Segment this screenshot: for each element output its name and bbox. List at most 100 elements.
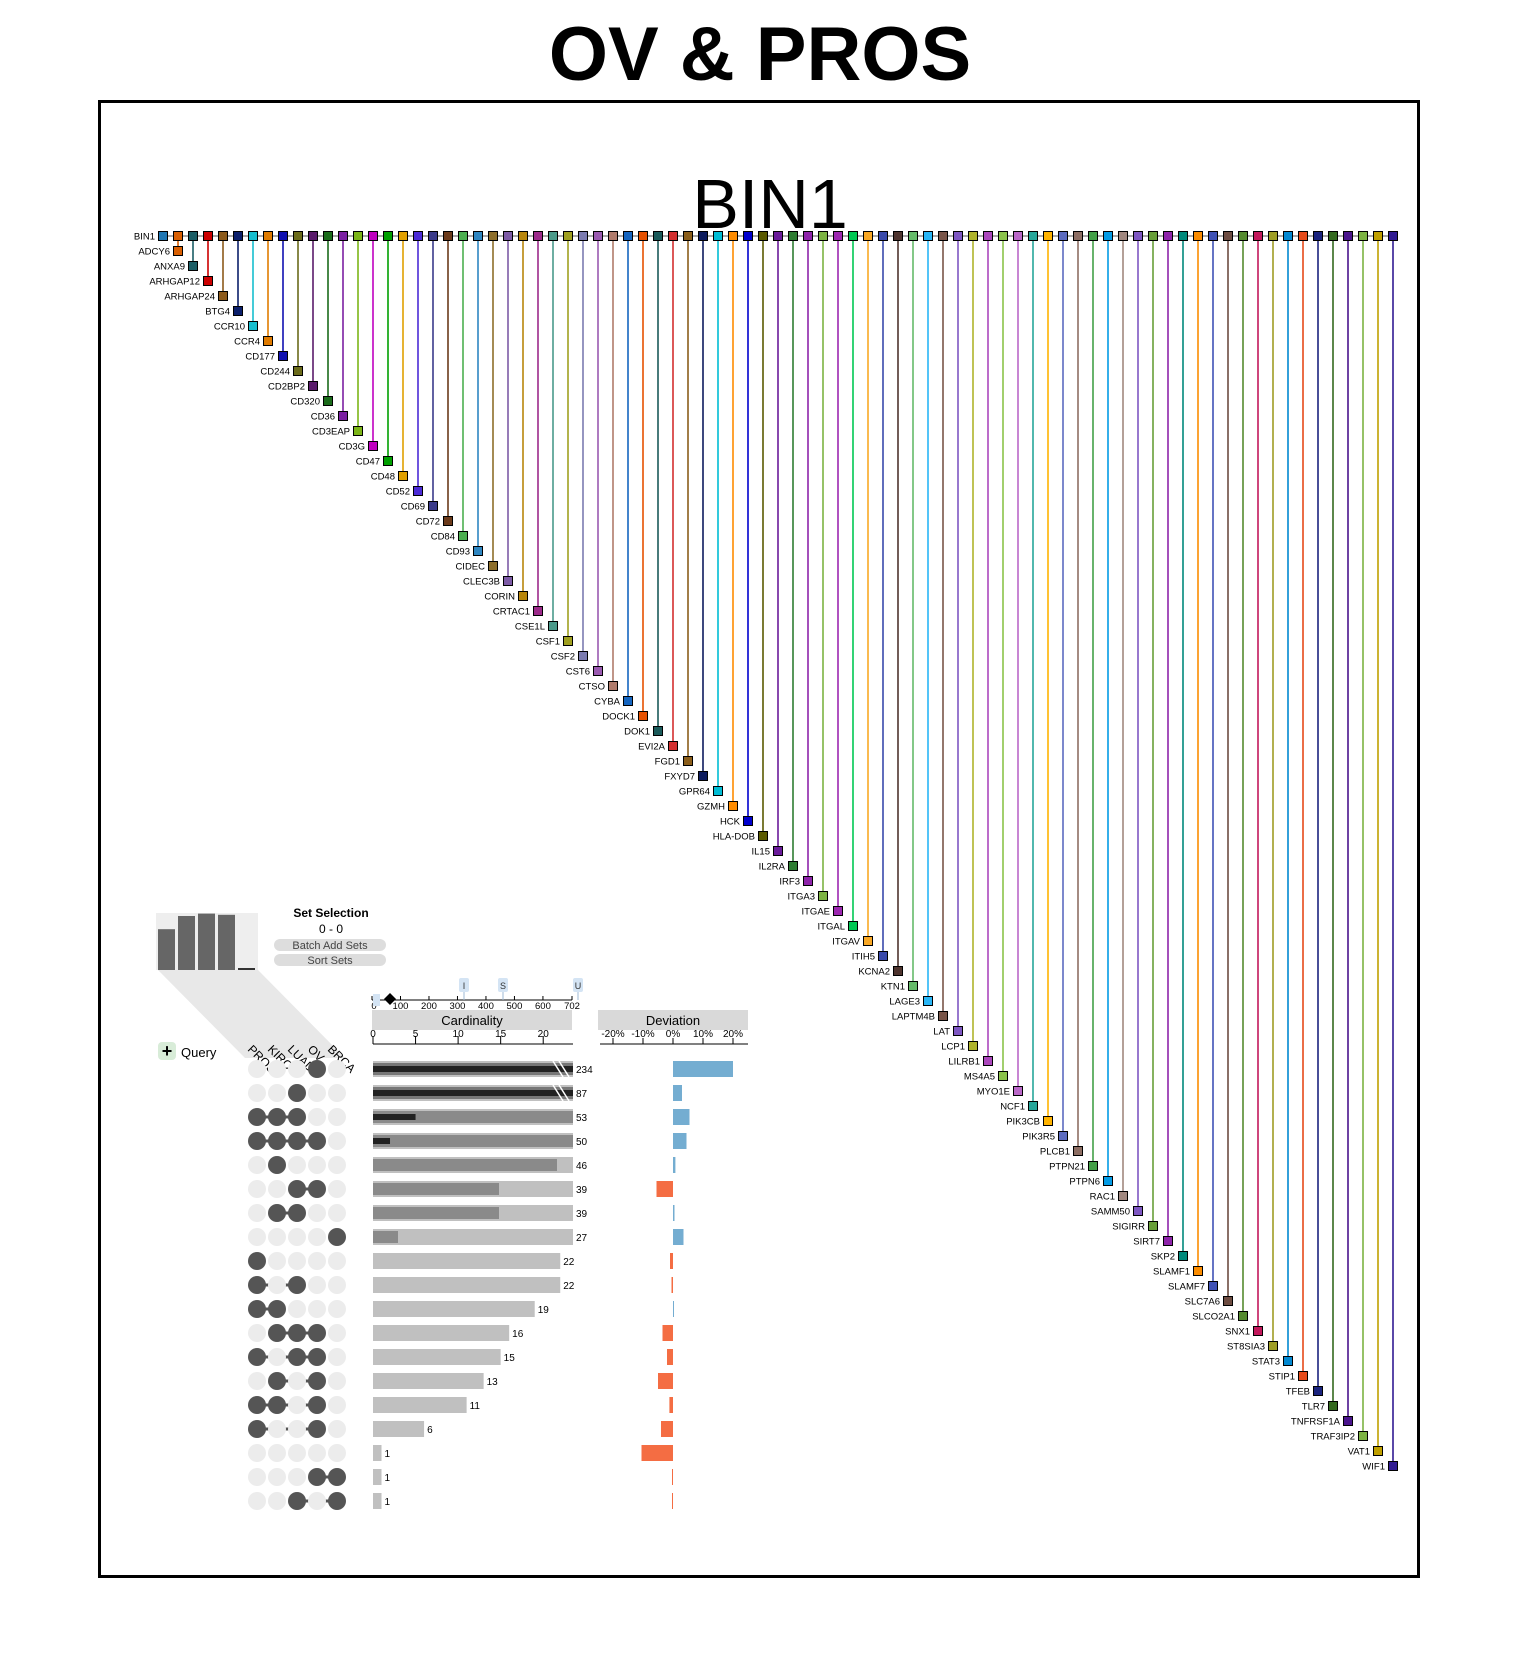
tree-leaf-label-cd3eap: CD3EAP: [312, 427, 350, 438]
tree-leaf-node-tfeb: [1313, 1386, 1323, 1396]
matrix-dot-empty: [328, 1420, 346, 1438]
top-scale-marker-label: S: [500, 981, 506, 991]
tree-leaf-label-pik3cb: PIK3CB: [1006, 1117, 1040, 1128]
matrix-dot-empty: [268, 1468, 286, 1486]
tree-leaf-node-stat3: [1283, 1356, 1293, 1366]
sort-sets-button[interactable]: Sort Sets: [274, 954, 386, 967]
tree-leaf-node-cd93: [473, 546, 483, 556]
tree-leaf-label-fgd1: FGD1: [655, 757, 680, 768]
matrix-dot-filled: [248, 1348, 266, 1366]
query-button[interactable]: + Query: [158, 1041, 217, 1061]
tree-leaf-node-ptpn6: [1103, 1176, 1113, 1186]
tree-leaf-node-wif1: [1388, 1461, 1398, 1471]
deviation-bar: [656, 1181, 673, 1197]
cardinality-value: 22: [563, 1257, 575, 1268]
matrix-dot-empty: [328, 1132, 346, 1150]
tree-leaf-node-vat1: [1373, 1446, 1383, 1456]
set-size-histogram: [156, 913, 345, 1058]
tree-leaf-label-cd72: CD72: [416, 517, 440, 528]
matrix-dot-filled: [268, 1372, 286, 1390]
tree-leaf-node-tnfrsf1a: [1343, 1416, 1353, 1426]
tree-leaf-node-ccr4: [263, 336, 273, 346]
tree-leaf-label-hck: HCK: [720, 817, 741, 828]
cardinality-bar-core: [373, 1138, 391, 1144]
tree-leaf-node-slc7a6: [1223, 1296, 1233, 1306]
deviation-bar: [641, 1445, 673, 1461]
top-scale-handle: [373, 994, 380, 1006]
tree-top-node-itgal: [848, 231, 858, 241]
tree-leaf-node-skp2: [1178, 1251, 1188, 1261]
tree-leaf-label-cd84: CD84: [431, 532, 455, 543]
matrix-dot-empty: [268, 1228, 286, 1246]
cardinality-bar: [373, 1301, 535, 1317]
cardinality-value: 87: [576, 1089, 588, 1100]
tree-leaf-node-kcna2: [893, 966, 903, 976]
tree-top-node-arhgap24: [218, 231, 228, 241]
batch-add-sets-button[interactable]: Batch Add Sets: [274, 939, 386, 952]
tree-leaf-node-gpr64: [713, 786, 723, 796]
tree-leaf-node-traf3ip2: [1358, 1431, 1368, 1441]
tree-leaf-label-fxyd7: FXYD7: [664, 772, 695, 783]
tree-leaf-node-hla-dob: [758, 831, 768, 841]
cardinality-value: 1: [385, 1449, 391, 1460]
tree-top-node-clec3b: [503, 231, 513, 241]
cardinality-bar-break: [558, 1060, 570, 1078]
tree-leaf-node-csf1: [563, 636, 573, 646]
deviation-bars: [641, 1061, 733, 1509]
tree-leaf-label-cd177: CD177: [245, 352, 275, 363]
tree-leaf-label-adcy6: ADCY6: [138, 247, 170, 258]
tree-top-node-evi2a: [668, 231, 678, 241]
top-scale-marker-label: U: [575, 981, 582, 991]
tree-top-node-cd320: [323, 231, 333, 241]
tree-leaf-node-arhgap24: [218, 291, 228, 301]
tree-top-node-cd36: [338, 231, 348, 241]
deviation-bar: [673, 1061, 733, 1077]
matrix-dot-empty: [308, 1492, 326, 1510]
tree-leaf-label-lcp1: LCP1: [941, 1042, 965, 1053]
tree-leaf-label-tnfrsf1a: TNFRSF1A: [1291, 1417, 1341, 1428]
cardinality-bar-inner: [373, 1135, 573, 1147]
matrix-dot-filled: [308, 1372, 326, 1390]
tree-leaf-node-slamf7: [1208, 1281, 1218, 1291]
matrix-dot-empty: [248, 1084, 266, 1102]
tree-leaf-node-pik3r5: [1058, 1131, 1068, 1141]
tree-root-title: BIN1: [692, 165, 848, 243]
tree-leaf-label-skp2: SKP2: [1151, 1252, 1175, 1263]
tree-top-node-cd52: [413, 231, 423, 241]
tree-leaf-label-cd320: CD320: [290, 397, 320, 408]
deviation-bar: [670, 1253, 673, 1269]
matrix-dot-filled: [268, 1204, 286, 1222]
deviation-header[interactable]: Deviation: [598, 1010, 748, 1030]
tree-leaf-label-dok1: DOK1: [624, 727, 650, 738]
tree-leaf-node-il15: [773, 846, 783, 856]
tree-leaf-label-itgal: ITGAL: [818, 922, 845, 933]
cardinality-value: 1: [385, 1497, 391, 1508]
deviation-axis-label: -20%: [601, 1029, 624, 1040]
tree-top-node-laptm4b: [938, 231, 948, 241]
cardinality-value: 39: [576, 1185, 588, 1196]
tree-top-node-btg4: [233, 231, 243, 241]
tree-top-node-dock1: [638, 231, 648, 241]
cardinality-value: 13: [487, 1377, 499, 1388]
tree-leaf-node-cd3g: [368, 441, 378, 451]
deviation-bar: [661, 1421, 673, 1437]
cardinality-bar: [373, 1325, 510, 1341]
tree-top-node-fgd1: [683, 231, 693, 241]
tree-top-node-cidec: [488, 231, 498, 241]
tree-leaf-label-itih5: ITIH5: [852, 952, 875, 963]
cardinality-value: 19: [538, 1305, 550, 1316]
tree-top-node-cd3eap: [353, 231, 363, 241]
matrix-dot-empty: [248, 1156, 266, 1174]
tree-top-node-gpr64: [713, 231, 723, 241]
tree-leaf-label-anxa9: ANXA9: [154, 262, 185, 273]
cardinality-axis-label: 10: [453, 1029, 465, 1040]
top-scale-marker-s: [498, 978, 508, 992]
matrix-dot-empty: [248, 1060, 266, 1078]
cardinality-header[interactable]: Cardinality: [372, 1010, 572, 1030]
tree-top-node-cd244: [293, 231, 303, 241]
cardinality-bar: [373, 1421, 425, 1437]
tree-leaf-label-dock1: DOCK1: [602, 712, 635, 723]
cardinality-bar: [373, 1373, 484, 1389]
deviation-bar: [673, 1085, 682, 1101]
